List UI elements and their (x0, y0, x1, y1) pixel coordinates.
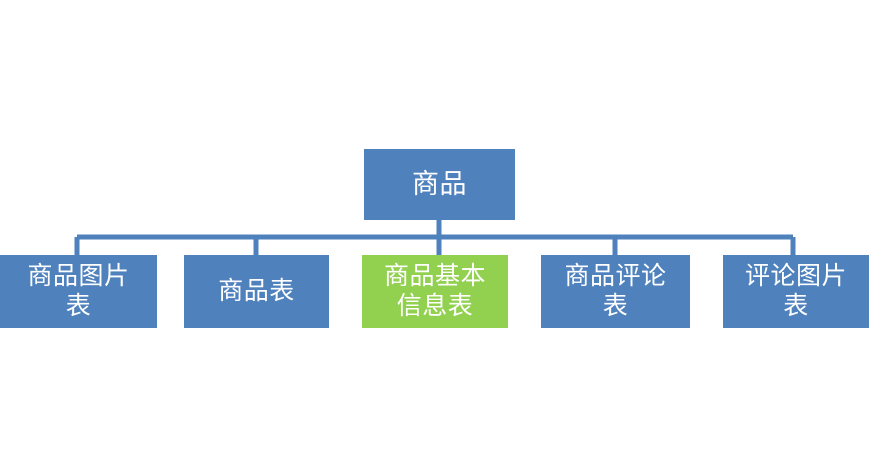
node-child-review-image-table[interactable]: 评论图片 表 (723, 255, 869, 328)
node-child-label-1: 商品图片 表 (27, 262, 130, 320)
node-child-product-basic-info-table[interactable]: 商品基本 信息表 (362, 255, 508, 328)
node-child-label-5: 评论图片 表 (744, 262, 847, 320)
node-child-label-4: 商品评论 表 (564, 262, 667, 320)
node-child-label-3: 商品基本 信息表 (383, 262, 486, 320)
node-child-product-image-table[interactable]: 商品图片 表 (0, 255, 157, 328)
node-root-label: 商品 (412, 168, 467, 199)
node-child-product-table[interactable]: 商品表 (184, 255, 329, 328)
node-root-product[interactable]: 商品 (364, 149, 515, 220)
node-child-product-review-table[interactable]: 商品评论 表 (541, 255, 690, 328)
node-child-label-2: 商品表 (218, 276, 295, 305)
